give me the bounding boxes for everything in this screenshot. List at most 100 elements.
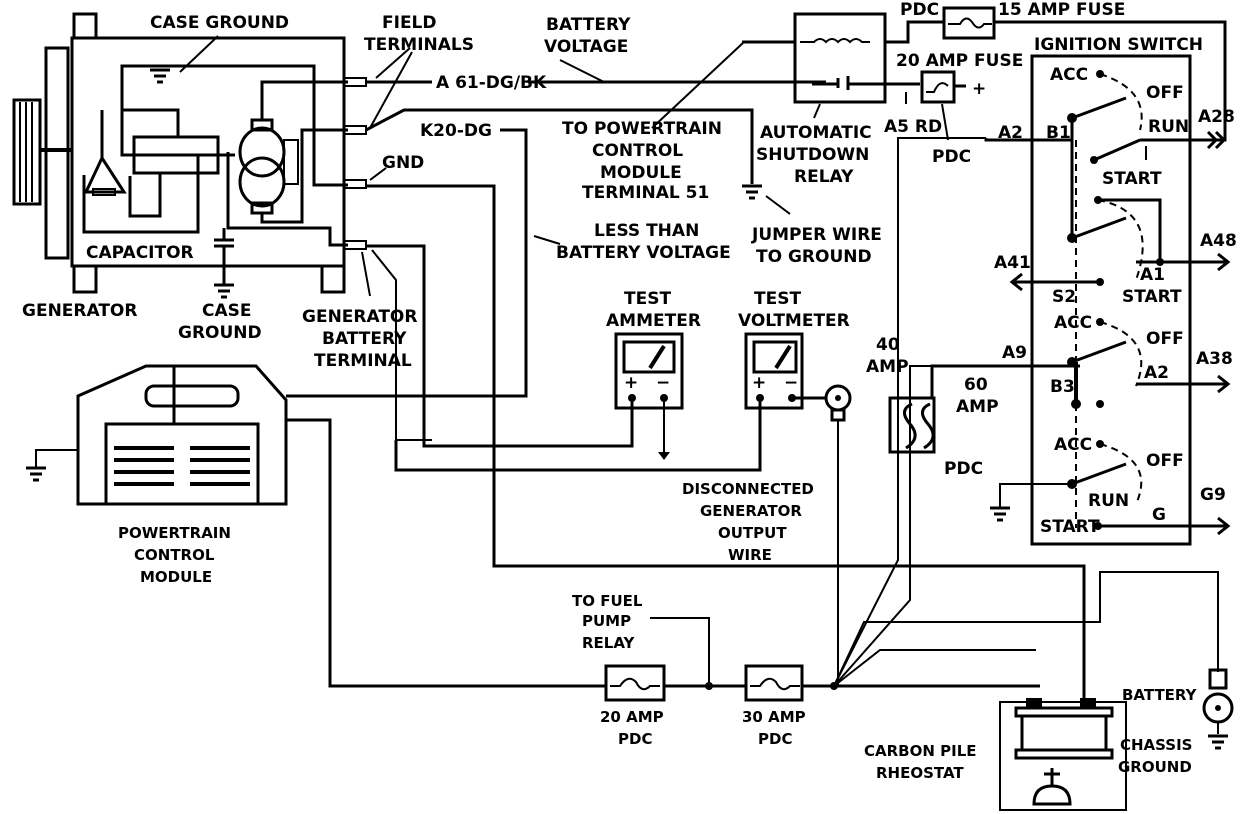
ign-a2-pos: A2 bbox=[1144, 363, 1169, 383]
voltmeter-plus: + bbox=[752, 373, 766, 393]
ign-run-1: RUN bbox=[1148, 117, 1189, 137]
label-fuse-15: 15 AMP FUSE bbox=[998, 0, 1125, 20]
fuse-20-amp bbox=[920, 70, 956, 104]
ammeter-plus: + bbox=[624, 373, 638, 393]
generator-housing bbox=[70, 36, 346, 268]
label-case-ground-b2: GROUND bbox=[178, 323, 262, 343]
automatic-shutdown-relay bbox=[793, 12, 920, 119]
label-battery: BATTERY bbox=[1122, 686, 1198, 704]
label-gnd: GND bbox=[382, 153, 424, 173]
label-asd-3: RELAY bbox=[794, 167, 854, 187]
label-60-amp: AMP bbox=[956, 397, 999, 417]
ign-out-a41: A41 bbox=[994, 253, 1031, 273]
battery-and-rheostat bbox=[999, 698, 1127, 811]
label-pcm-1: POWERTRAIN bbox=[118, 524, 231, 542]
label-generator: GENERATOR bbox=[22, 301, 137, 321]
label-case-ground-b1: CASE bbox=[202, 301, 252, 321]
label-less-than-2: BATTERY VOLTAGE bbox=[556, 243, 731, 263]
label-ammeter-1: TEST bbox=[624, 289, 671, 309]
label-jumper-1: JUMPER WIRE bbox=[751, 225, 882, 245]
label-40: 40 bbox=[876, 335, 900, 355]
label-battery-voltage-2: VOLTAGE bbox=[544, 37, 628, 57]
ign-run-3: RUN bbox=[1088, 491, 1129, 511]
fuse-15-amp bbox=[942, 6, 996, 40]
ign-out-g9: G9 bbox=[1200, 485, 1226, 505]
fuse-20-amp-pdc bbox=[604, 664, 666, 702]
label-pcm-2: CONTROL bbox=[134, 546, 215, 564]
ammeter-minus: − bbox=[656, 373, 670, 393]
generator-pulley bbox=[12, 46, 72, 260]
label-case-ground-top: CASE GROUND bbox=[150, 13, 289, 33]
label-asd-1: AUTOMATIC bbox=[760, 123, 872, 143]
ign-g: G bbox=[1152, 505, 1166, 525]
ign-a1: A1 bbox=[1140, 265, 1165, 285]
label-to-pcm-1: TO POWERTRAIN bbox=[562, 119, 722, 139]
label-disc-2: GENERATOR bbox=[700, 502, 802, 520]
label-to-pcm-2: CONTROL bbox=[592, 141, 683, 161]
ign-off-2: OFF bbox=[1146, 329, 1184, 349]
wire-pcm-to-fuse bbox=[286, 418, 606, 688]
label-asd-2: SHUTDOWN bbox=[756, 145, 869, 165]
wire-k20 bbox=[286, 108, 754, 398]
test-ammeter bbox=[614, 332, 684, 460]
capacitor-icon bbox=[214, 228, 234, 285]
voltmeter-minus: − bbox=[784, 373, 798, 393]
label-pdc-top: PDC bbox=[900, 0, 939, 20]
label-rheostat-1: CARBON PILE bbox=[864, 742, 977, 760]
label-disc-3: OUTPUT bbox=[718, 524, 787, 542]
label-fuel-1: TO FUEL bbox=[572, 592, 643, 610]
ign-off-3: OFF bbox=[1146, 451, 1184, 471]
label-pdc-20: PDC bbox=[932, 147, 971, 167]
label-voltmeter-1: TEST bbox=[754, 289, 801, 309]
ign-b3: B3 bbox=[1050, 377, 1075, 397]
ign-out-a48: A48 bbox=[1200, 231, 1237, 251]
label-jumper-2: TO GROUND bbox=[756, 247, 872, 267]
label-fuel-3: RELAY bbox=[582, 634, 636, 652]
generator bbox=[12, 12, 432, 441]
jumper-to-ground bbox=[742, 184, 791, 215]
ign-start-1: START bbox=[1102, 169, 1162, 189]
powertrain-control-module bbox=[26, 364, 288, 506]
label-plus: + bbox=[972, 79, 986, 99]
ign-acc-2: ACC bbox=[1054, 313, 1092, 333]
label-field-terminals-1: FIELD bbox=[382, 13, 437, 33]
label-gen-batt-3: TERMINAL bbox=[314, 351, 412, 371]
label-60: 60 bbox=[964, 375, 988, 395]
wire-gnd bbox=[366, 184, 1086, 700]
label-pdc-60: PDC bbox=[944, 459, 983, 479]
label-capacitor: CAPACITOR bbox=[86, 243, 194, 263]
ign-s2: S2 bbox=[1052, 287, 1076, 307]
label-gen-batt-1: GENERATOR bbox=[302, 307, 417, 327]
label-gen-batt-2: BATTERY bbox=[322, 329, 407, 349]
chassis-ground-clamp-icon bbox=[1202, 668, 1234, 750]
ign-start-2: START bbox=[1122, 287, 1182, 307]
rotor-icon bbox=[238, 80, 348, 224]
ign-b1: B1 bbox=[1046, 123, 1071, 143]
ign-acc-3: ACC bbox=[1054, 435, 1092, 455]
label-a5-rd: A5 RD bbox=[884, 117, 942, 137]
label-field-terminals-2: TERMINALS bbox=[364, 35, 474, 55]
ign-out-a38: A38 bbox=[1196, 349, 1233, 369]
ignition-switch bbox=[984, 54, 1231, 546]
label-40-amp: AMP bbox=[866, 357, 909, 377]
stator-delta-icon bbox=[83, 154, 127, 196]
label-chassis-2: GROUND bbox=[1118, 758, 1192, 776]
label-disc-1: DISCONNECTED bbox=[682, 480, 814, 498]
case-ground-icon bbox=[150, 35, 219, 84]
wire-batt-term bbox=[366, 244, 762, 472]
label-fuel-2: PUMP bbox=[582, 612, 631, 630]
label-wire-a61: A 61-DG/BK bbox=[436, 73, 547, 93]
rectifier-bridge bbox=[132, 135, 220, 175]
label-fuse-20-top: 20 AMP FUSE bbox=[896, 51, 1023, 71]
fuse-30-amp-pdc bbox=[744, 664, 804, 702]
ign-in-a9: A9 bbox=[1002, 343, 1027, 363]
gnd-terminal bbox=[343, 179, 367, 189]
output-wire-connector-icon bbox=[824, 384, 852, 686]
label-less-than-1: LESS THAN bbox=[594, 221, 699, 241]
label-to-pcm-4: TERMINAL 51 bbox=[582, 183, 709, 203]
label-rheostat-2: RHEOSTAT bbox=[876, 764, 964, 782]
label-fuse30-b1: 30 AMP bbox=[742, 708, 806, 726]
label-wire-k20: K20-DG bbox=[420, 121, 492, 141]
label-fuse20-b1: 20 AMP bbox=[600, 708, 664, 726]
label-voltmeter-2: VOLTMETER bbox=[738, 311, 850, 331]
